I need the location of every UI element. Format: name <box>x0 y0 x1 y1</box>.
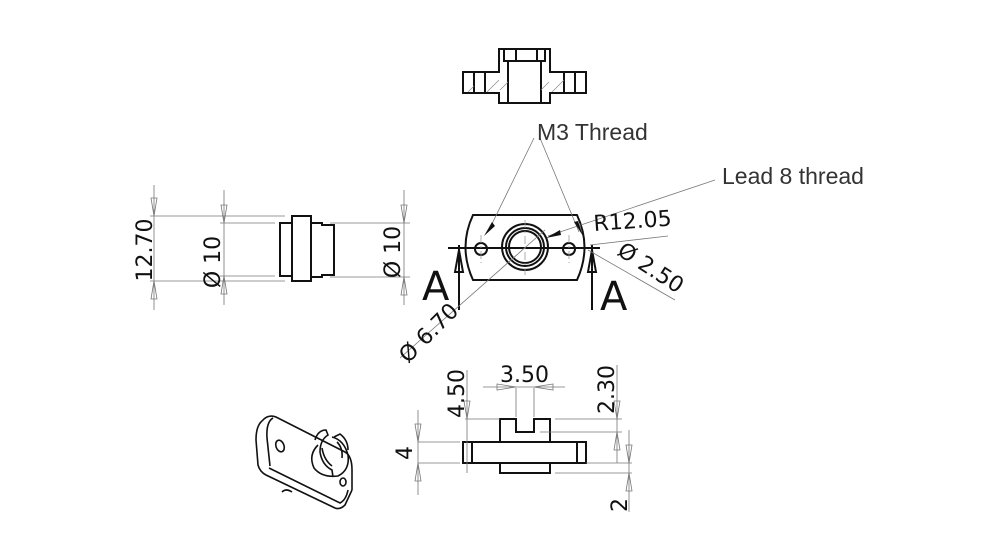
radius-dimension: R12.05 <box>593 207 673 237</box>
bottom-view: 3.50 4.50 2.30 4 2 <box>393 363 633 512</box>
hub-height-dimension: 4.50 <box>445 369 470 418</box>
section-label-right: A <box>600 274 628 320</box>
bottom-boss-dimension: 2 <box>608 498 633 512</box>
slot-width-dimension: 3.50 <box>500 363 549 388</box>
flange-thickness-dimension: 4 <box>393 446 418 460</box>
left-diameter-dimension: Ø 10 <box>201 236 226 288</box>
slot-depth-dimension: 2.30 <box>595 365 620 414</box>
section-label-left: A <box>422 264 450 310</box>
m3-thread-note: M3 Thread <box>537 119 648 145</box>
front-view: A A M3 Thread Lead 8 thread R12.05 Ø 2.5… <box>395 119 864 368</box>
right-diameter-dimension: Ø 10 <box>381 226 406 278</box>
isometric-view <box>255 415 353 510</box>
top-section-view <box>462 48 587 104</box>
side-view: 12.70 Ø 10 Ø 10 <box>133 185 410 310</box>
lead-thread-note: Lead 8 thread <box>722 163 864 189</box>
height-dimension: 12.70 <box>133 219 158 282</box>
